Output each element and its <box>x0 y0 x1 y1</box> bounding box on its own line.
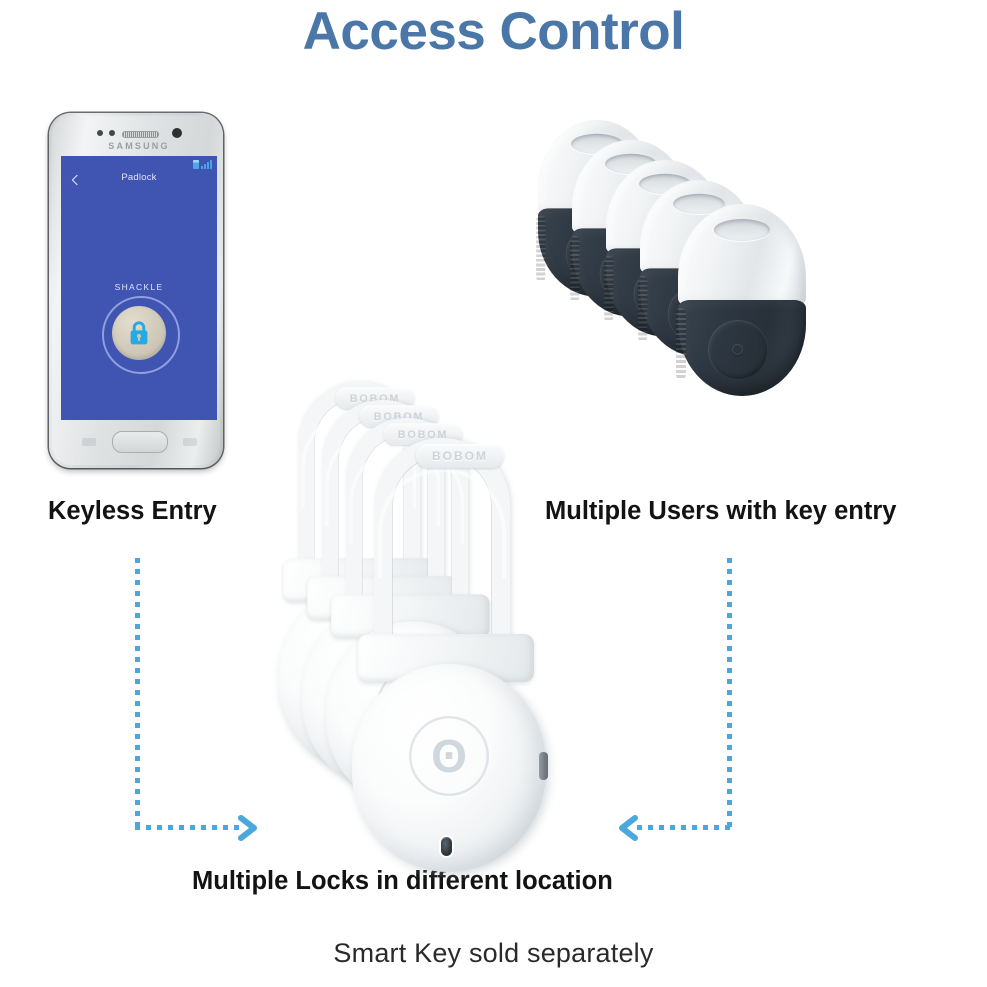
fob-grip-ridge <box>604 255 614 322</box>
caption-multiple-users: Multiple Users with key entry <box>545 497 897 525</box>
connector-vertical-segment <box>727 558 732 830</box>
chevron-left-icon <box>619 815 638 841</box>
padlock-body: ʘ <box>352 664 548 872</box>
padlock-logo-icon: ʘ <box>409 716 489 796</box>
caption-keyless-entry: Keyless Entry <box>48 497 217 525</box>
padlock-icon <box>130 321 148 345</box>
status-bar <box>193 159 212 169</box>
fob-grip-ridge <box>536 215 546 282</box>
front-camera-icon <box>172 128 182 138</box>
chevron-left-icon <box>71 174 78 186</box>
recent-apps-key[interactable] <box>82 438 96 446</box>
home-button[interactable] <box>112 431 168 453</box>
footer-note: Smart Key sold separately <box>333 938 654 968</box>
shackle-label: SHACKLE <box>114 282 164 292</box>
padlock-shackle: BOBOM <box>374 438 510 668</box>
fob-grip-ridge <box>676 308 686 380</box>
back-key[interactable] <box>183 438 197 446</box>
earpiece-speaker-icon <box>122 130 159 138</box>
padlock: BOBOM ʘ <box>350 438 570 878</box>
phone-frame: SAMSUNG Padlock SHA <box>52 116 220 465</box>
proximity-sensor-icon <box>97 130 103 136</box>
light-sensor-icon <box>109 130 115 136</box>
fob-button-icon[interactable] <box>708 320 768 380</box>
signal-bars-icon <box>201 160 212 169</box>
shackle-brand-label: BOBOM <box>416 444 504 468</box>
fob-keyring-hole <box>714 219 770 241</box>
smartphone-mockup: SAMSUNG Padlock SHA <box>49 113 223 468</box>
fob-grip-ridge <box>570 235 580 302</box>
connector-users-to-locks <box>619 558 732 841</box>
app-bar: Padlock <box>61 169 217 191</box>
phone-screen[interactable]: Padlock SHACKLE <box>61 156 217 420</box>
padlock-side-port <box>539 752 548 780</box>
fob-body <box>676 300 806 396</box>
key-fob <box>676 204 806 396</box>
padlock-stack: BOBOM ʘ BOBOM ʘ BOBOM ʘ <box>276 382 576 872</box>
connector-keyless-to-locks <box>0 0 300 860</box>
shackle-toggle-button[interactable] <box>112 306 166 360</box>
caption-multiple-locks: Multiple Locks in different location <box>192 867 613 895</box>
shackle-toggle-ring[interactable] <box>102 296 180 374</box>
fob-grip-ridge <box>638 275 648 342</box>
battery-icon <box>193 160 199 169</box>
fob-top-shell <box>678 204 806 308</box>
connector-horizontal-segment <box>637 825 732 830</box>
back-button[interactable] <box>69 173 81 186</box>
padlock-led-indicator <box>441 837 452 856</box>
connector-vertical-segment <box>135 558 140 830</box>
app-title: Padlock <box>121 172 157 183</box>
page-title: Access Control <box>302 2 685 61</box>
connector-horizontal-segment <box>135 825 241 830</box>
fob-keyring-hole <box>673 193 725 215</box>
key-fob-stack <box>536 112 848 472</box>
phone-brand-label: SAMSUNG <box>108 141 170 151</box>
chevron-right-icon <box>238 815 257 841</box>
